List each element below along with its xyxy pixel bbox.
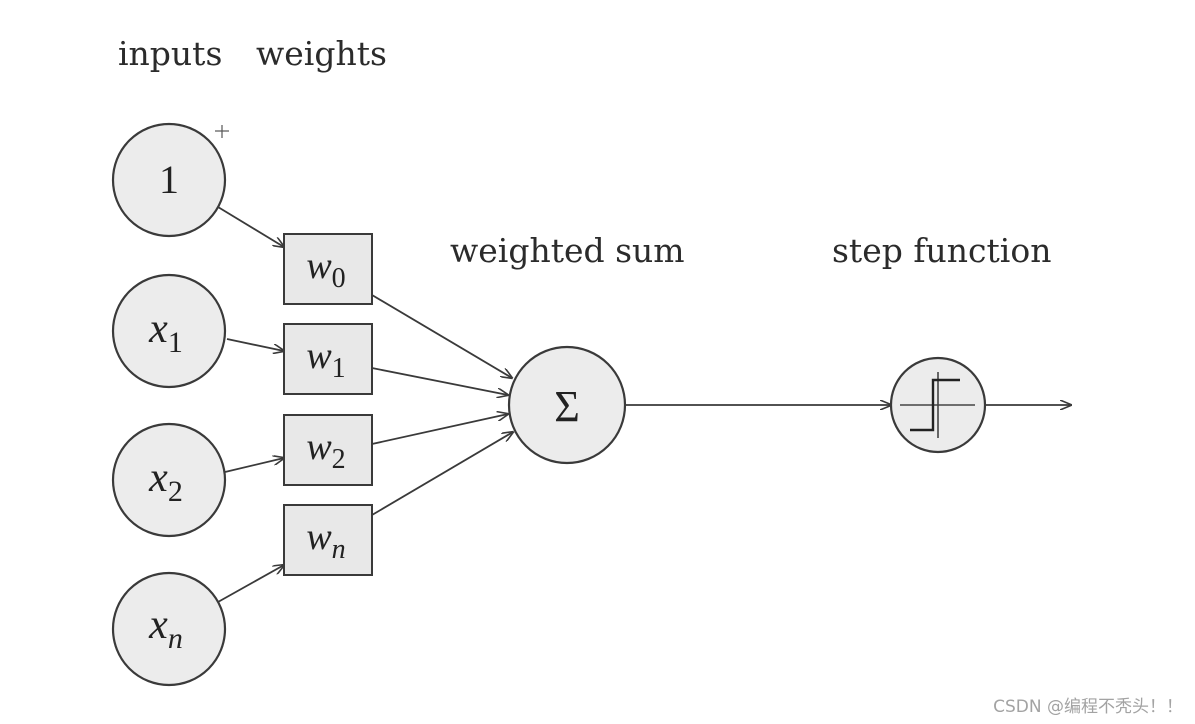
weight-w2-base: w xyxy=(306,426,332,468)
step-function-node xyxy=(889,356,987,454)
weight-w0-base: w xyxy=(306,245,332,287)
input-node-xn-sub: n xyxy=(168,622,183,655)
sum-symbol: Σ xyxy=(554,382,580,431)
weight-w1-base: w xyxy=(306,335,332,377)
input-node-1-label: 1 xyxy=(159,157,179,202)
weight-wn-sub: n xyxy=(332,534,346,565)
svg-text:x1: x1 xyxy=(148,306,183,359)
weight-box-w2: w2 xyxy=(283,414,373,486)
input-node-1: 1 xyxy=(111,122,227,238)
edge-wn-to-sum xyxy=(371,432,513,516)
weights-header: weights xyxy=(256,34,387,73)
edge-w0-to-sum xyxy=(371,294,512,378)
edge-xn-to-wn xyxy=(217,565,284,603)
weight-box-w0: w0 xyxy=(283,233,373,305)
input-node-xn-base: x xyxy=(148,602,168,648)
step-function-icon xyxy=(900,372,975,438)
input-node-x2: x2 xyxy=(111,422,227,538)
weight-w0-sub: 0 xyxy=(332,263,346,294)
edge-w2-to-sum xyxy=(371,414,508,445)
input-node-x1-base: x xyxy=(148,306,168,352)
sum-node: Σ xyxy=(507,345,627,465)
svg-text:w2: w2 xyxy=(306,426,345,475)
step-function-header: step function xyxy=(832,231,1051,270)
input-node-x2-base: x xyxy=(148,455,168,501)
svg-text:w0: w0 xyxy=(306,245,345,294)
weight-box-wn: wn xyxy=(283,504,373,576)
inputs-header: inputs xyxy=(118,34,222,73)
weight-box-w1: w1 xyxy=(283,323,373,395)
edge-x1-to-w1 xyxy=(226,338,284,351)
svg-text:wn: wn xyxy=(306,516,345,565)
input-node-x1-sub: 1 xyxy=(168,326,183,359)
svg-text:1: 1 xyxy=(159,157,179,202)
input-node-x2-sub: 2 xyxy=(168,475,183,508)
input-node-x1: x1 xyxy=(111,273,227,389)
weight-w2-sub: 2 xyxy=(332,444,346,475)
edge-x2-to-w2 xyxy=(224,458,284,473)
weight-w1-sub: 1 xyxy=(332,353,346,384)
edge-w1-to-sum xyxy=(371,367,508,395)
cursor-crosshair-icon xyxy=(215,125,229,138)
input-node-xn: xn xyxy=(111,571,227,687)
watermark: CSDN @编程不秃头！！ xyxy=(993,697,1183,717)
weight-wn-base: w xyxy=(306,516,332,558)
weighted-sum-header: weighted sum xyxy=(450,231,685,270)
edge-input-1-to-w0 xyxy=(217,206,284,247)
svg-text:w1: w1 xyxy=(306,335,345,384)
svg-text:xn: xn xyxy=(148,602,183,655)
svg-text:x2: x2 xyxy=(148,455,183,508)
